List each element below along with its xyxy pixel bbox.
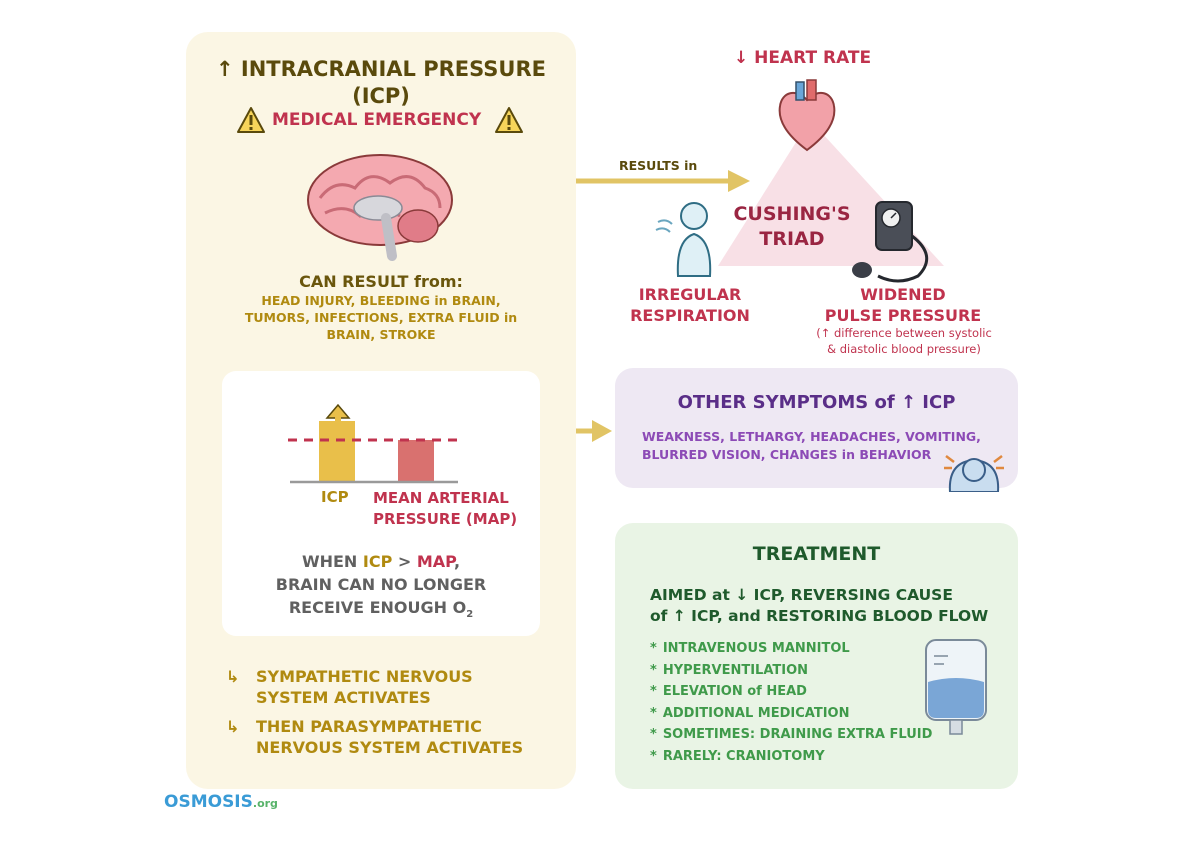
causes-text: HEAD INJURY, BLEEDING in BRAIN, TUMORS, … [244,293,518,342]
osmosis-logo-text: OSMOSIS [164,792,253,812]
heart-rate-label: ↓ HEART RATE [734,48,872,68]
breathing-person-icon [655,202,712,277]
results-arrow-icon [576,170,750,192]
other-symptoms-text: WEAKNESS, LETHARGY, HEADACHES, VOMITING,… [642,429,981,462]
warning-icon [237,107,265,133]
warning-icon [495,107,523,133]
sequence-item-sympathetic: ↳ SYMPATHETIC NERVOUS SYSTEM ACTIVATES [226,667,473,707]
increase-arrow-icon [325,403,351,419]
icp-vs-map-box [222,371,540,636]
blood-pressure-cuff-icon [852,201,929,283]
page-title: ↑ INTRACRANIAL PRESSURE (ICP) [216,57,546,108]
icp-bar [319,421,355,481]
symptoms-arrow-icon [576,420,612,442]
list-item: *RARELY: CRANIOTOMY [650,748,825,764]
list-item: *SOMETIMES: DRAINING EXTRA FLUID [650,727,933,742]
icp-bar-label: ICP [321,488,349,506]
return-arrow-icon: ↳ [226,667,240,686]
map-bar-label: MEAN ARTERIAL PRESSURE (MAP) [373,489,518,528]
icp-map-chart [288,403,458,484]
return-arrow-icon: ↳ [226,717,240,736]
list-item: *HYPERVENTILATION [650,662,809,678]
list-item: *ELEVATION of HEAD [650,684,807,699]
causes-heading: CAN RESULT from: [299,272,463,291]
iv-bag-icon [925,639,987,735]
medical-emergency-label: MEDICAL EMERGENCY [272,110,482,130]
heart-icon [778,79,836,152]
list-item: *ADDITIONAL MEDICATION [650,705,850,721]
results-in-label: RESULTS in [619,158,698,173]
treatment-list: *INTRAVENOUS MANNITOL *HYPERVENTILATION … [650,638,950,767]
osmosis-logo: OSMOSIS.org [164,792,278,812]
map-bar [398,440,434,481]
brain-icon [307,154,453,261]
headache-person-icon [944,455,1004,492]
sequence-item-parasympathetic: ↳ THEN PARASYMPATHETIC NERVOUS SYSTEM AC… [226,717,524,757]
treatment-heading: TREATMENT [752,543,881,565]
pulse-pressure-note: (↑ difference between systolic& diastoli… [816,326,992,356]
list-item: *INTRAVENOUS MANNITOL [650,641,850,656]
other-symptoms-heading: OTHER SYMPTOMS of ↑ ICP [677,392,956,413]
icp-map-note: WHEN ICP > MAP, BRAIN CAN NO LONGER RECE… [275,552,487,621]
